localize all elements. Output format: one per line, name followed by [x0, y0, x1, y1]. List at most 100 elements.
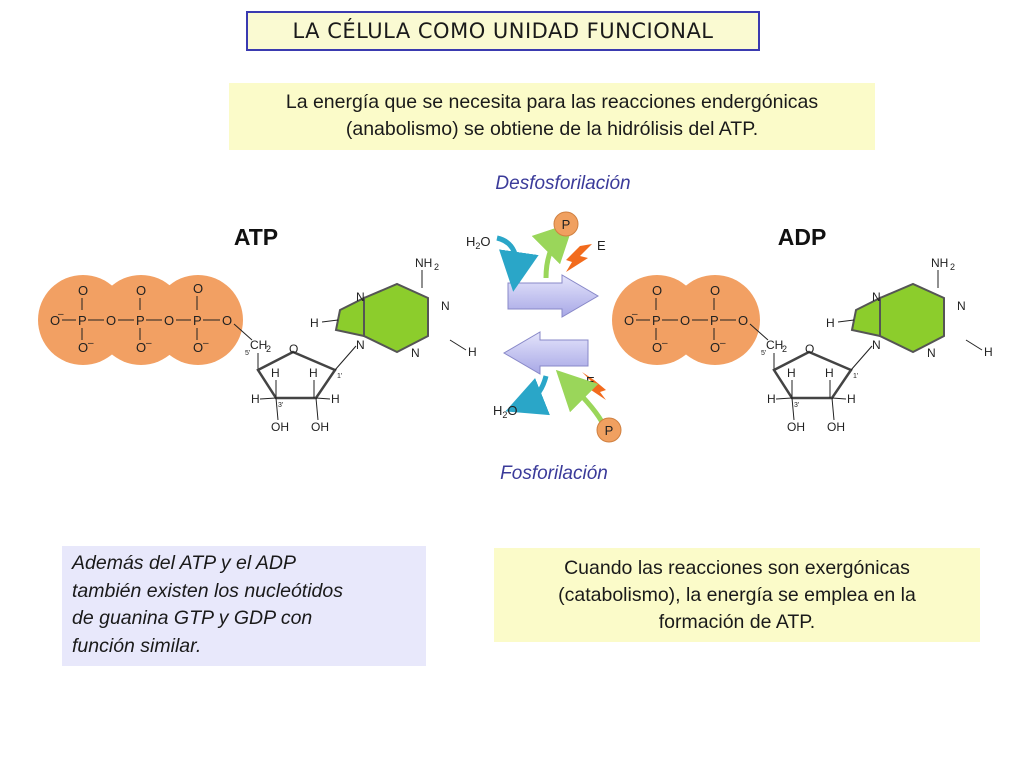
- reverse-reaction-arrow: [503, 331, 589, 375]
- catabolism-note-box: Cuando las reacciones son exergónicas (c…: [494, 548, 980, 642]
- svg-text:3': 3': [278, 402, 283, 409]
- svg-text:1': 1': [853, 373, 858, 380]
- svg-text:H: H: [309, 366, 318, 380]
- svg-text:N: N: [411, 346, 420, 360]
- svg-text:O: O: [164, 313, 174, 328]
- svg-text:H: H: [767, 392, 776, 406]
- svg-text:CH: CH: [250, 338, 267, 352]
- adp-label: ADP: [778, 224, 827, 250]
- svg-text:P: P: [710, 313, 719, 328]
- svg-text:O: O: [78, 283, 88, 298]
- svg-text:H: H: [825, 366, 834, 380]
- catabolism-line-1: Cuando las reacciones son exergónicas: [564, 557, 910, 579]
- svg-text:P: P: [652, 313, 661, 328]
- svg-text:N: N: [441, 299, 450, 313]
- water-out-arrow: [505, 375, 551, 416]
- svg-text:N: N: [872, 290, 881, 304]
- svg-text:P: P: [78, 313, 87, 328]
- svg-text:N: N: [927, 346, 936, 360]
- energy-top-text: E: [597, 238, 606, 253]
- svg-text:1': 1': [337, 373, 342, 380]
- svg-text:5': 5': [761, 350, 766, 357]
- svg-text:OH: OH: [827, 420, 845, 434]
- svg-text:P: P: [136, 313, 145, 328]
- svg-text:H: H: [826, 316, 835, 330]
- energy-release-bolt: E: [566, 238, 606, 272]
- phosphate-add-arrow: [555, 369, 605, 424]
- svg-text:O: O: [738, 313, 748, 328]
- svg-text:–: –: [720, 338, 726, 349]
- svg-text:O: O: [624, 313, 634, 328]
- phosphate-release-arrow: [531, 221, 575, 279]
- svg-text:H: H: [251, 392, 260, 406]
- svg-text:O: O: [710, 283, 720, 298]
- note-line-3: de guanina GTP y GDP con: [72, 607, 313, 629]
- note-line-1: Además del ATP y el ADP: [72, 552, 296, 574]
- svg-text:2: 2: [950, 262, 955, 272]
- svg-text:O: O: [680, 313, 690, 328]
- phosphate-top-badge: P: [553, 211, 579, 237]
- svg-text:CH: CH: [766, 338, 783, 352]
- svg-text:P: P: [193, 313, 202, 328]
- adp-molecule: O P O– O– O O P O– O CH2 5' O H H H H: [612, 256, 993, 434]
- intro-text-box: La energía que se necesita para las reac…: [229, 83, 875, 150]
- phosphorylation-label: Fosforilación: [500, 463, 608, 484]
- svg-text:O: O: [652, 283, 662, 298]
- svg-text:O: O: [136, 283, 146, 298]
- atp-molecule: O P O– O– O O P O– O O P O– O: [38, 256, 477, 434]
- adp-phosphate-circles: [612, 275, 760, 365]
- svg-text:N: N: [356, 290, 365, 304]
- svg-text:O: O: [222, 313, 232, 328]
- intro-line-2: (anabolismo) se obtiene de la hidrólisis…: [345, 118, 759, 140]
- svg-text:H: H: [331, 392, 340, 406]
- svg-text:OH: OH: [787, 420, 805, 434]
- phosphate-top-text: P: [562, 217, 571, 232]
- svg-text:2: 2: [782, 344, 787, 354]
- svg-text:OH: OH: [311, 420, 329, 434]
- catabolism-line-3: formación de ATP.: [658, 611, 816, 633]
- svg-text:5': 5': [245, 350, 250, 357]
- energy-bottom-text: E: [586, 374, 595, 389]
- page-title: LA CÉLULA COMO UNIDAD FUNCIONAL: [246, 11, 760, 51]
- svg-text:–: –: [88, 338, 94, 349]
- svg-text:OH: OH: [271, 420, 289, 434]
- svg-text:2: 2: [266, 344, 271, 354]
- svg-text:O: O: [805, 342, 814, 356]
- svg-text:H: H: [984, 345, 993, 359]
- atp-label: ATP: [234, 224, 278, 250]
- intro-line-1: La energía que se necesita para las reac…: [285, 91, 819, 113]
- water-top-label: H2O: [466, 234, 491, 251]
- svg-text:2: 2: [434, 262, 439, 272]
- svg-text:O: O: [136, 340, 146, 355]
- water-in-arrow: [496, 235, 539, 292]
- energy-input-bolt: E: [582, 372, 606, 400]
- phosphate-bottom-badge: P: [596, 417, 622, 443]
- nucleotides-note-box: Además del ATP y el ADP también existen …: [62, 546, 426, 666]
- svg-text:O: O: [193, 340, 203, 355]
- dephosphorylation-label: Desfosforilación: [495, 173, 630, 194]
- svg-text:H: H: [847, 392, 856, 406]
- svg-text:–: –: [146, 338, 152, 349]
- svg-text:NH: NH: [931, 256, 948, 270]
- svg-text:O: O: [193, 281, 203, 296]
- svg-text:O: O: [710, 340, 720, 355]
- svg-text:NH: NH: [415, 256, 432, 270]
- forward-reaction-arrow: [507, 274, 599, 318]
- phosphate-bottom-text: P: [605, 423, 614, 438]
- svg-text:H: H: [468, 345, 477, 359]
- catabolism-line-2: (catabolismo), la energía se emplea en l…: [558, 584, 916, 606]
- svg-text:H: H: [787, 366, 796, 380]
- atp-phosphate-circles: [38, 275, 243, 365]
- svg-text:–: –: [58, 309, 64, 320]
- svg-text:H: H: [271, 366, 280, 380]
- svg-text:O: O: [50, 313, 60, 328]
- svg-text:O: O: [652, 340, 662, 355]
- note-line-2: también existen los nucleótidos: [72, 579, 343, 602]
- svg-text:N: N: [356, 338, 365, 352]
- svg-text:H: H: [310, 316, 319, 330]
- svg-text:N: N: [957, 299, 966, 313]
- svg-text:3': 3': [794, 402, 799, 409]
